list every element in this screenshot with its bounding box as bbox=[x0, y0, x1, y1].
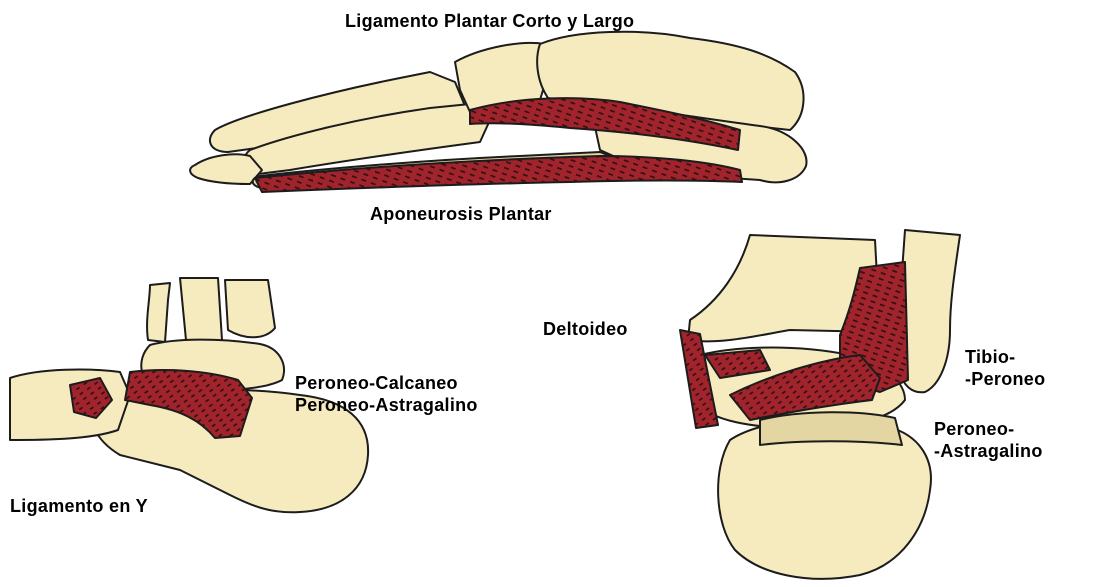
deltoideo-label: Deltoideo bbox=[543, 318, 628, 340]
peroneo-text: -Peroneo bbox=[965, 368, 1045, 390]
top-title-label: Ligamento Plantar Corto y Largo bbox=[345, 10, 634, 32]
foot-medial-view bbox=[190, 32, 806, 192]
subtalar-bone-right bbox=[760, 412, 902, 445]
ligamento-y-label: Ligamento en Y bbox=[10, 495, 148, 517]
toe-phalanx-bone bbox=[190, 154, 262, 184]
tibia-bone-left bbox=[180, 278, 222, 344]
fibula-bone-right bbox=[900, 230, 960, 392]
tibia-distal-left bbox=[225, 280, 275, 337]
aponeurosis-label: Aponeurosis Plantar bbox=[370, 203, 552, 225]
astragalino-text: -Astragalino bbox=[934, 440, 1043, 462]
tibio-peroneo-label: Tibio- -Peroneo bbox=[965, 346, 1045, 390]
peroneo-calcaneo-text: Peroneo-Calcaneo bbox=[295, 372, 478, 394]
peroneo-ligaments-label: Peroneo-Calcaneo Peroneo-Astragalino bbox=[295, 372, 478, 416]
midfoot-bones-left bbox=[10, 370, 130, 440]
ankle-posterior-view bbox=[680, 230, 960, 579]
fibula-bone bbox=[147, 283, 170, 342]
peroneo-astragalino-text: Peroneo-Astragalino bbox=[295, 394, 478, 416]
tibio-text: Tibio- bbox=[965, 346, 1045, 368]
peroneo-dash-text: Peroneo- bbox=[934, 418, 1043, 440]
peroneo-astragalino-label-right: Peroneo- -Astragalino bbox=[934, 418, 1043, 462]
